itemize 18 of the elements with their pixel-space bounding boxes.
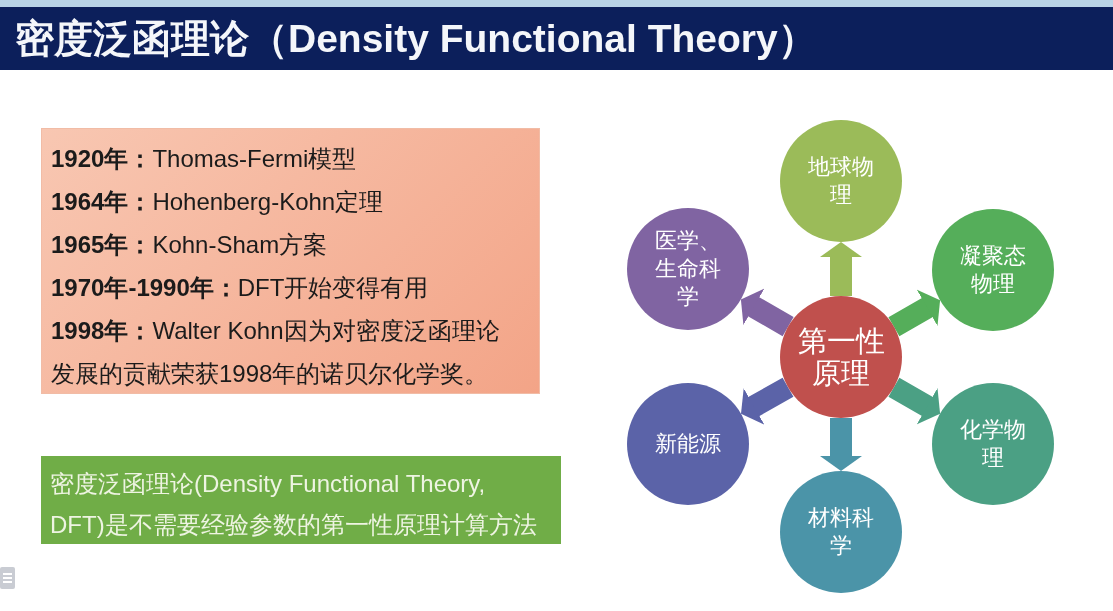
circle-label: 化学物理: [959, 415, 1027, 472]
circle-label: 材料科学: [807, 503, 875, 560]
timeline-entry: 1998年：Walter Kohn因为对密度泛函理论发展的贡献荣获1998年的诺贝尔化学奖。: [51, 316, 501, 389]
circle-label: 医学、生命科学: [654, 226, 722, 312]
block-arrow: [820, 242, 862, 296]
definition-box: [41, 456, 561, 544]
definition-text: 密度泛函理论(Density Functional Theory, DFT)是不需要经验参数的第一性原理计算方法: [50, 469, 538, 540]
timeline-entry: 1964年：Hohenberg-Kohn定理: [51, 187, 385, 217]
circle-label: 地球物理: [807, 152, 875, 209]
circle-label: 第一性原理: [796, 324, 886, 390]
timeline-entry: 1965年：Kohn-Sham方案: [51, 230, 329, 260]
block-arrow: [820, 418, 862, 471]
circle-label: 新能源: [654, 429, 722, 458]
timeline-entry: 1920年：Thomas-Fermi模型: [51, 144, 358, 174]
circle-label: 凝聚态物理: [959, 241, 1027, 298]
title: 密度泛函理论（Density Functional Theory）: [15, 16, 817, 62]
timeline-box: [41, 128, 540, 394]
timeline-entry: 1970年-1990年：DFT开始变得有用: [51, 273, 430, 303]
